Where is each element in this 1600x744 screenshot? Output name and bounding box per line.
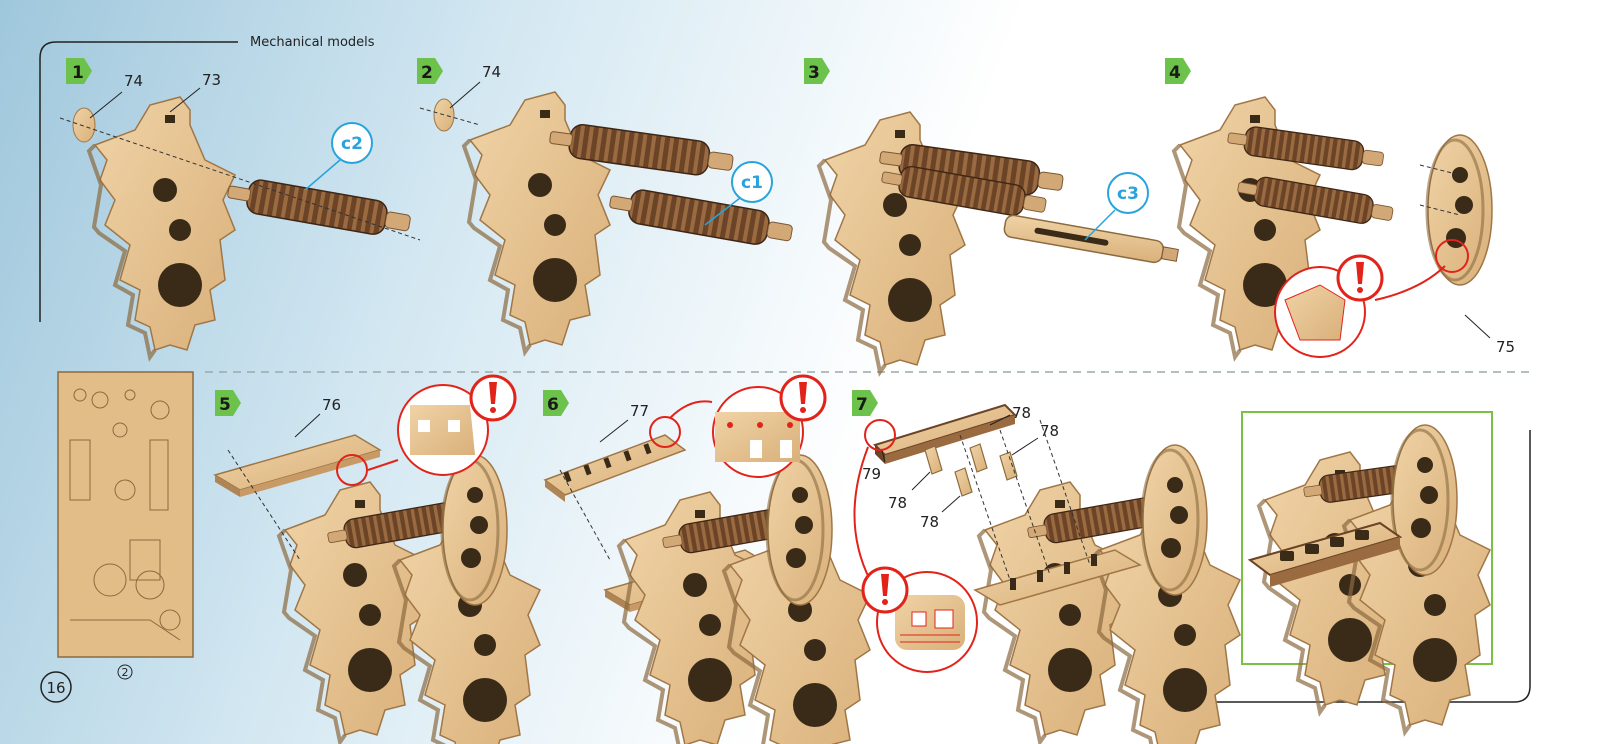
step-1-number: 1 [72,63,84,83]
step-4-number: 4 [1169,63,1181,83]
part-74-disc [72,107,96,143]
section-title: Mechanical models [250,35,375,50]
step-2-badge: 2 [417,58,443,84]
step-5-label-76: 76 [322,396,341,414]
page-number: 16 [46,679,65,697]
step-4-badge: 4 [1165,58,1191,84]
step-5: 5 76 [214,374,542,744]
step-1-label-74: 74 [124,72,143,90]
step-7-label-78-c: 78 [888,494,907,512]
step-7-label-79: 79 [862,465,881,483]
step-1: 1 74 73 c2 [59,58,421,359]
step-1-callout: c2 [341,134,363,154]
top-left-frame-line [39,41,238,322]
step-4: 4 75 [1165,58,1515,359]
step-3-number: 3 [808,63,820,83]
step-3: 3 c3 [804,58,1179,374]
step-6-number: 6 [547,395,559,415]
step-2-label-74: 74 [482,63,501,81]
step-4-label-75: 75 [1496,338,1515,356]
step-6-badge: 6 [543,390,569,416]
step-7-number: 7 [856,395,868,415]
step-7-badge: 7 [852,390,878,416]
page-number-circle [40,671,72,703]
step-6: 6 77 [543,374,872,744]
step-2-number: 2 [421,63,433,83]
final-result-panel [1241,411,1493,734]
bottom-right-frame-line [1155,430,1531,703]
step-2-callout: c1 [741,173,763,193]
step-7-label-78-b: 78 [1040,422,1059,440]
step-3-badge: 3 [804,58,830,84]
step-7-label-78-d: 78 [920,513,939,531]
step-3-callout: c3 [1117,184,1139,204]
sheet-number: 2 [122,666,129,679]
part-c3-shaft [1003,214,1179,264]
step-6-label-77: 77 [630,402,649,420]
step-5-number: 5 [219,395,231,415]
step-5-badge: 5 [215,390,241,416]
step-1-badge: 1 [66,58,92,84]
parts-sheet-thumbnail: 2 [57,371,194,680]
step-7: 7 78 78 78 [852,390,1242,744]
step-7-label-78-a: 78 [1012,404,1031,422]
step-2: 2 74 c1 [417,58,796,354]
step-1-label-73: 73 [202,71,221,89]
